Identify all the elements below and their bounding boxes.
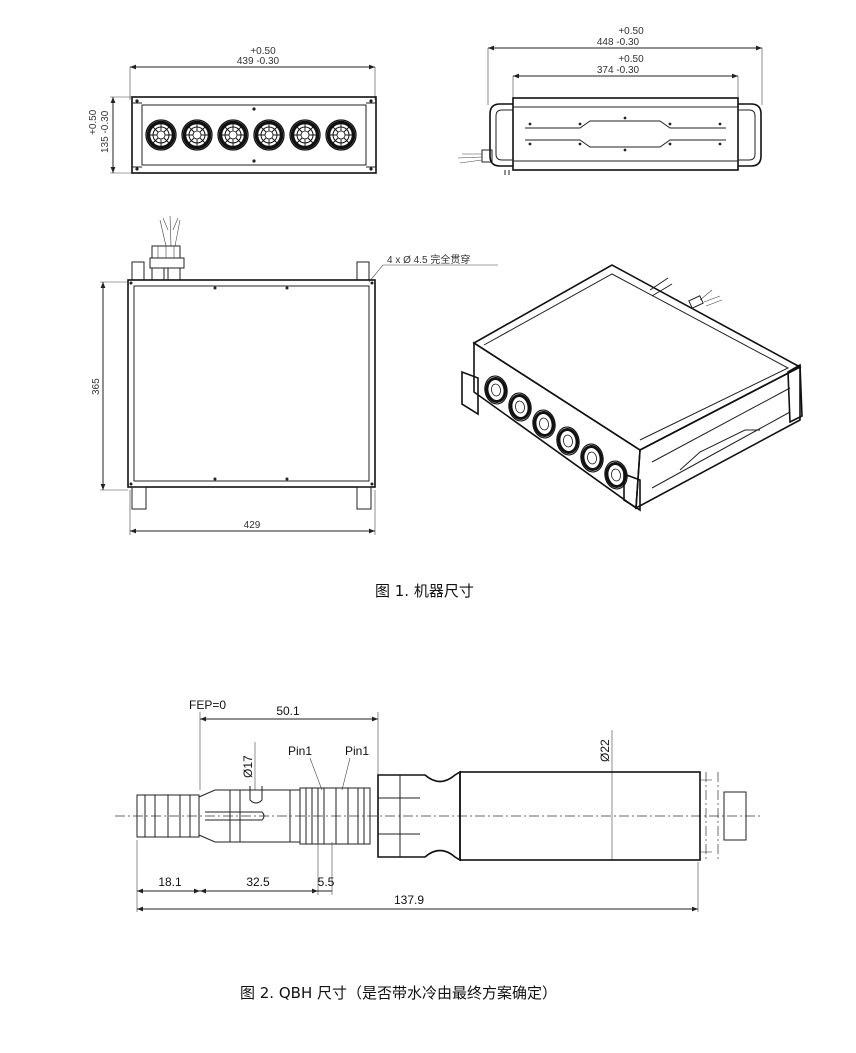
hole-note: 4 x Ø 4.5 完全贯穿: [387, 253, 470, 266]
svg-text:448 -0.30: 448 -0.30: [597, 37, 640, 48]
qbh-view: FEP=0 50.1 Ø17 Pin1 Pin1 Ø22: [115, 698, 760, 912]
caption-machine-dimensions: 图 1. 机器尺寸: [375, 582, 474, 600]
side-inner-dim: 374: [597, 65, 614, 76]
front-view: 439 -0.30 +0.50 135 -0.30 +0.50: [88, 46, 377, 174]
isometric-view: [461, 264, 803, 512]
svg-text:374 -0.30: 374 -0.30: [597, 65, 640, 76]
side-outer-tol-upper: +0.50: [618, 26, 644, 37]
front-width-dim: 439: [237, 56, 254, 67]
dim-18-1: 18.1: [158, 875, 182, 889]
side-outer-tol-lower: -0.30: [616, 37, 639, 48]
pin1-label-b: Pin1: [345, 744, 369, 758]
dia-17: Ø17: [241, 755, 255, 778]
top-depth-dim: 365: [91, 378, 102, 395]
top-width-dim: 429: [244, 520, 261, 531]
front-height-tol-lower: -0.30: [100, 110, 111, 133]
dim-5-5: 5.5: [318, 875, 335, 889]
front-height-dim: 135: [100, 136, 111, 153]
top-view: 4 x Ø 4.5 完全贯穿 365 429: [91, 215, 498, 535]
svg-text:439 -0.30: 439 -0.30: [237, 56, 280, 67]
dia-22: Ø22: [598, 739, 612, 762]
side-inner-tol-upper: +0.50: [618, 54, 644, 65]
side-outer-dim: 448: [597, 37, 614, 48]
dim-32-5: 32.5: [246, 875, 270, 889]
svg-text:135 -0.30: 135 -0.30: [100, 110, 111, 153]
front-height-tol-upper: +0.50: [88, 109, 99, 135]
pin1-label-a: Pin1: [288, 744, 312, 758]
side-inner-tol-lower: -0.30: [616, 65, 639, 76]
front-width-tol-upper: +0.50: [250, 46, 276, 57]
caption-qbh-dimensions: 图 2. QBH 尺寸（是否带水冷由最终方案确定）: [240, 984, 557, 1002]
front-width-tol-lower: -0.30: [256, 56, 279, 67]
fep-label: FEP=0: [189, 698, 226, 712]
side-view: 448 -0.30 +0.50 374 -0.30 +0.50: [457, 26, 763, 175]
dim-50-1: 50.1: [276, 704, 300, 718]
dim-137-9: 137.9: [394, 893, 424, 907]
